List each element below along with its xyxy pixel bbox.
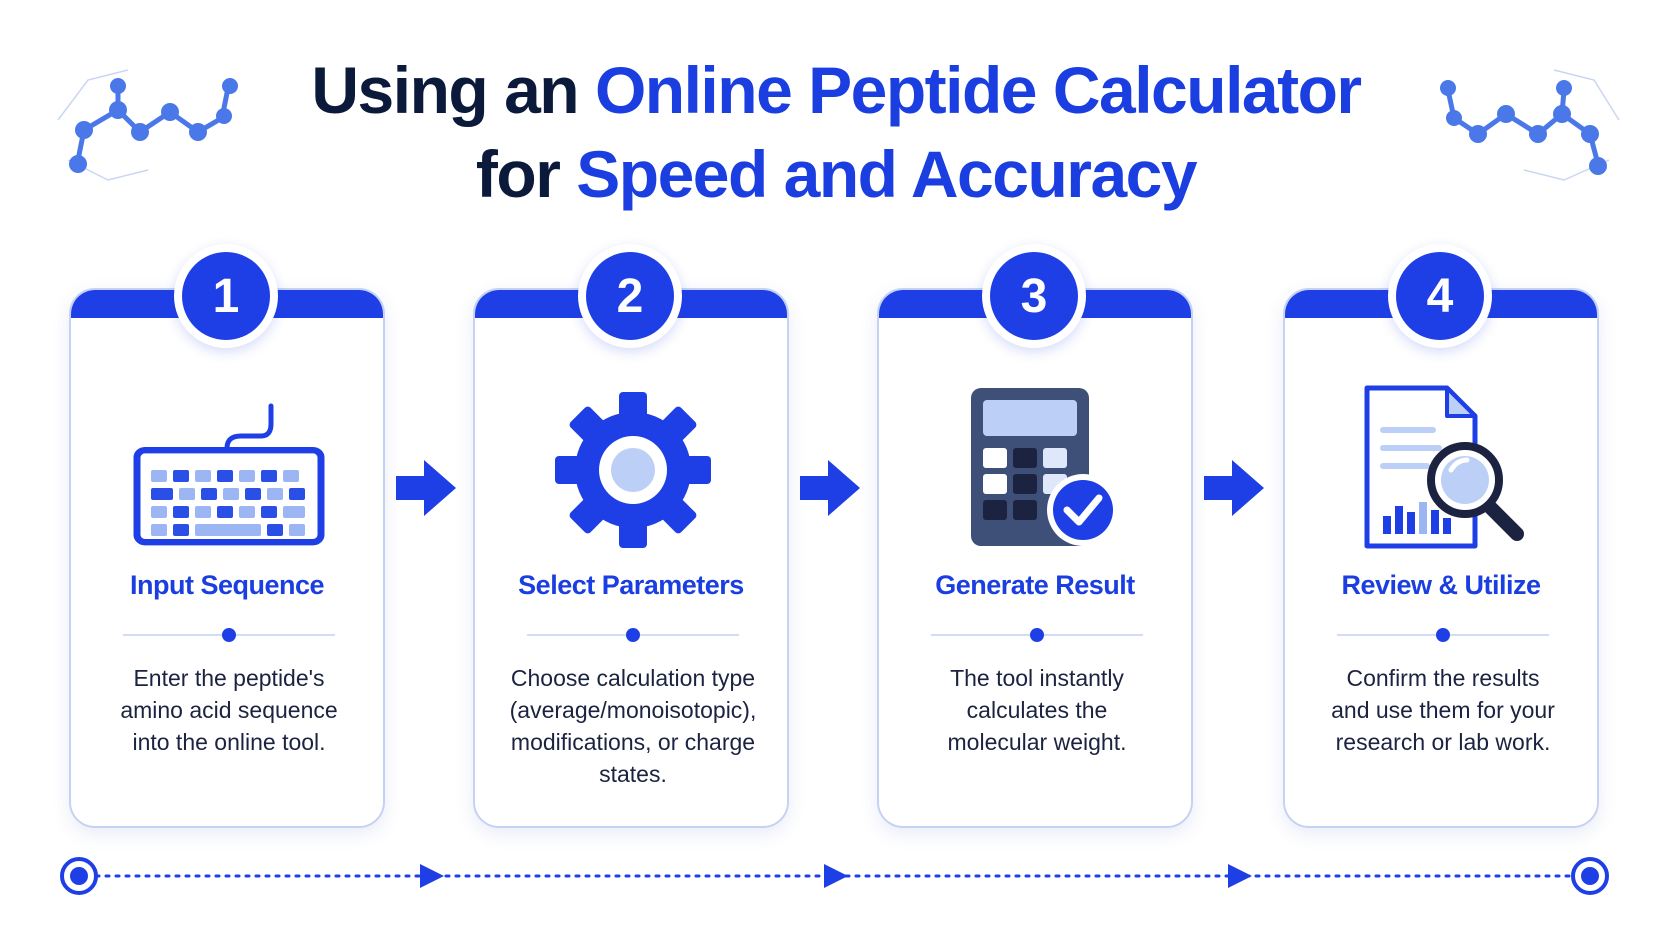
molecule-left-icon xyxy=(57,69,238,181)
step-description-line: Choose calculation type xyxy=(510,665,756,691)
title-line-2: for Speed and Accuracy xyxy=(0,132,1672,216)
title-line-1-accent: Online Peptide Calculator xyxy=(594,53,1362,127)
step-description-line: molecular weight. xyxy=(947,729,1127,755)
step-description-line: states. xyxy=(599,761,667,787)
card-divider-dot xyxy=(626,628,640,642)
step-number: 1 xyxy=(182,252,270,340)
card-divider-dot xyxy=(1436,628,1450,642)
step-description-line: The tool instantly xyxy=(950,665,1124,691)
step-number-badge-4: 4 xyxy=(1388,244,1492,348)
gear-icon xyxy=(555,392,711,548)
step-description-line: modifications, or charge xyxy=(510,729,756,755)
step-card-2: Select Parameters Choose calculation typ… xyxy=(473,288,789,828)
card-divider-dot xyxy=(222,628,236,642)
step-description-line: calculates the xyxy=(966,697,1108,723)
step-card-3: Generate Result The tool instantly calcu… xyxy=(877,288,1193,828)
step-description: Confirm the results and use them for you… xyxy=(1307,662,1579,758)
timeline-arrow-icon xyxy=(420,864,444,888)
timeline-arrow-icon xyxy=(1228,864,1252,888)
title-line-1: Using an Online Peptide Calculator xyxy=(0,48,1672,132)
step-number-badge-1: 1 xyxy=(174,244,278,348)
timeline-end-node-icon xyxy=(1571,857,1609,895)
step-title: Select Parameters xyxy=(518,570,744,600)
keyboard-icon xyxy=(133,403,325,546)
page-title: Using an Online Peptide Calculator for S… xyxy=(0,48,1672,216)
step-number: 2 xyxy=(586,252,674,340)
step-title: Review & Utilize xyxy=(1341,570,1541,600)
arrow-right-icon xyxy=(1204,460,1264,516)
step-number-badge-2: 2 xyxy=(578,244,682,348)
title-line-2-plain: for xyxy=(475,137,561,211)
step-title: Input Sequence xyxy=(129,570,325,600)
step-description: The tool instantly calculates the molecu… xyxy=(901,662,1173,758)
step-description-line: and use them for your xyxy=(1331,697,1555,723)
step-description-line: (average/monoisotopic), xyxy=(509,697,757,723)
step-card-4: Review & Utilize Confirm the results and… xyxy=(1283,288,1599,828)
document-magnifier-icon xyxy=(1364,385,1524,549)
calculator-icon xyxy=(971,388,1119,546)
step-description-line: into the online tool. xyxy=(132,729,326,755)
step-description: Choose calculation type (average/monoiso… xyxy=(497,662,769,790)
timeline-arrow-icon xyxy=(824,864,848,888)
progress-timeline xyxy=(60,857,1609,895)
step-description: Enter the peptide's amino acid sequence … xyxy=(93,662,365,758)
arrow-right-icon xyxy=(800,460,860,516)
step-description-line: amino acid sequence xyxy=(120,697,338,723)
step-number: 3 xyxy=(990,252,1078,340)
step-number-badge-3: 3 xyxy=(982,244,1086,348)
step-description-line: Confirm the results xyxy=(1346,665,1540,691)
card-divider-dot xyxy=(1030,628,1044,642)
step-card-1: Input Sequence Enter the peptide's amino… xyxy=(69,288,385,828)
step-number: 4 xyxy=(1396,252,1484,340)
step-description-line: research or lab work. xyxy=(1335,729,1551,755)
step-title: Generate Result xyxy=(935,570,1135,600)
arrow-right-icon xyxy=(396,460,456,516)
step-description-line: Enter the peptide's xyxy=(133,665,325,691)
molecule-right-icon xyxy=(1440,69,1620,181)
timeline-start-node-icon xyxy=(60,857,98,895)
title-line-1-plain: Using an xyxy=(311,53,579,127)
title-line-2-accent: Speed and Accuracy xyxy=(576,137,1197,211)
